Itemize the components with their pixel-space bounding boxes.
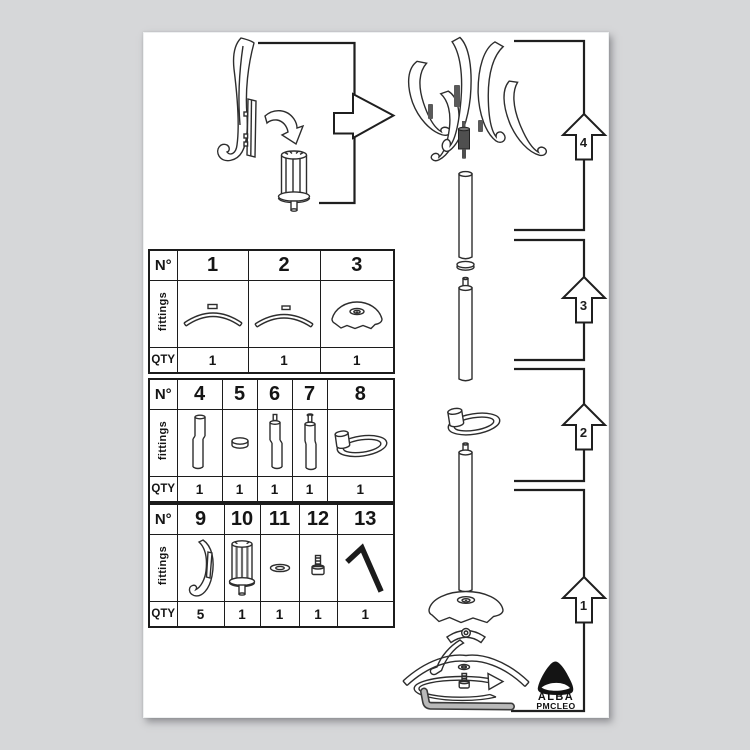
part-number: 1 — [176, 249, 249, 281]
pole-tube-stud-capped-icon — [303, 413, 317, 471]
part-qty: 1 — [326, 476, 395, 503]
pole-tube-stud-icon — [268, 413, 283, 470]
part-qty: 1 — [319, 347, 395, 374]
part-number: 12 — [298, 503, 338, 535]
no-header: N° — [148, 503, 178, 535]
part-qty: 1 — [259, 601, 300, 628]
part-qty: 1 — [176, 347, 249, 374]
brand-logo: ALBA PMCLEO — [536, 661, 575, 711]
bolt-icon — [311, 554, 325, 576]
leg-arc-1-icon — [182, 303, 243, 327]
part-number: 3 — [319, 249, 395, 281]
qty-label: QTY — [148, 347, 178, 374]
fittings-label: fittings — [148, 409, 178, 477]
part-qty: 1 — [256, 476, 293, 503]
part-qty: 1 — [291, 476, 328, 503]
qty-label: QTY — [148, 476, 178, 503]
spacer-ring-icon — [230, 437, 249, 449]
step-number: 3 — [580, 298, 587, 313]
rotate-arrow-icon — [413, 672, 505, 702]
curved-arrow-icon — [264, 110, 305, 146]
base-legs — [402, 627, 530, 688]
step-arrows: 4 3 2 1 — [560, 112, 608, 624]
step-arrow-4 — [560, 112, 608, 161]
part-number: 13 — [336, 503, 395, 535]
pole-middle — [458, 276, 473, 382]
parts-table-2: N° 4 5 6 7 8 fittings — [148, 378, 395, 503]
pole-lower — [458, 442, 473, 593]
step-arrow-1 — [560, 575, 608, 624]
part-number: 2 — [247, 249, 321, 281]
brand-name: ALBA — [538, 691, 574, 703]
right-block-arrow-icon — [333, 92, 396, 140]
part-number: 4 — [176, 378, 223, 410]
umbrella-ring — [447, 407, 501, 436]
part-qty: 1 — [176, 476, 223, 503]
instruction-sheet: 4 3 2 1 ALBA PMCLEO N° 1 2 3 fittings — [143, 32, 609, 718]
allen-key-icon — [345, 543, 384, 593]
hook-hub-icon — [277, 150, 311, 212]
step-number: 4 — [580, 135, 588, 150]
base-dome — [428, 590, 504, 624]
fittings-label: fittings — [148, 280, 178, 348]
parts-table-3: N° 9 10 11 12 13 fittings — [148, 503, 395, 628]
assembly-diagram: 4 3 2 1 ALBA PMCLEO — [217, 36, 608, 713]
step-arrow-3 — [560, 275, 608, 324]
brand-model: PMCLEO — [536, 701, 575, 711]
part-qty: 1 — [336, 601, 395, 628]
fittings-label: fittings — [148, 534, 178, 602]
part-number: 9 — [176, 503, 225, 535]
washer-icon — [269, 563, 290, 573]
base-hardware — [457, 663, 471, 689]
part-number: 6 — [256, 378, 293, 410]
exploded-assembly — [402, 36, 549, 711]
leg-arc-2-icon — [254, 305, 314, 328]
part-number: 7 — [291, 378, 328, 410]
parts-table-1: N° 1 2 3 fittings — [148, 249, 395, 374]
hub-with-studs — [458, 121, 470, 159]
part-qty: 1 — [298, 601, 338, 628]
part-qty: 1 — [223, 601, 261, 628]
no-header: N° — [148, 378, 178, 410]
no-header: N° — [148, 249, 178, 281]
coat-hook-icon — [217, 37, 257, 162]
pole-upper — [458, 170, 473, 260]
part-number: 11 — [259, 503, 300, 535]
step-arrow-2 — [560, 402, 608, 451]
coat-hook-icon — [188, 539, 214, 597]
part-number: 5 — [221, 378, 258, 410]
part-qty: 1 — [221, 476, 258, 503]
qty-label: QTY — [148, 601, 178, 628]
spacer-ring — [456, 260, 475, 271]
part-number: 10 — [223, 503, 261, 535]
step-number: 2 — [580, 425, 587, 440]
hook-cluster — [403, 36, 549, 162]
step-number: 1 — [580, 598, 587, 613]
part-number: 8 — [326, 378, 395, 410]
part-qty: 1 — [247, 347, 321, 374]
umbrella-ring-icon — [334, 430, 388, 458]
base-dome-icon — [331, 301, 383, 330]
allen-key-icon — [420, 687, 515, 711]
hook-hub-icon — [228, 540, 256, 596]
part-qty: 5 — [176, 601, 225, 628]
pole-tube-icon — [191, 414, 206, 470]
